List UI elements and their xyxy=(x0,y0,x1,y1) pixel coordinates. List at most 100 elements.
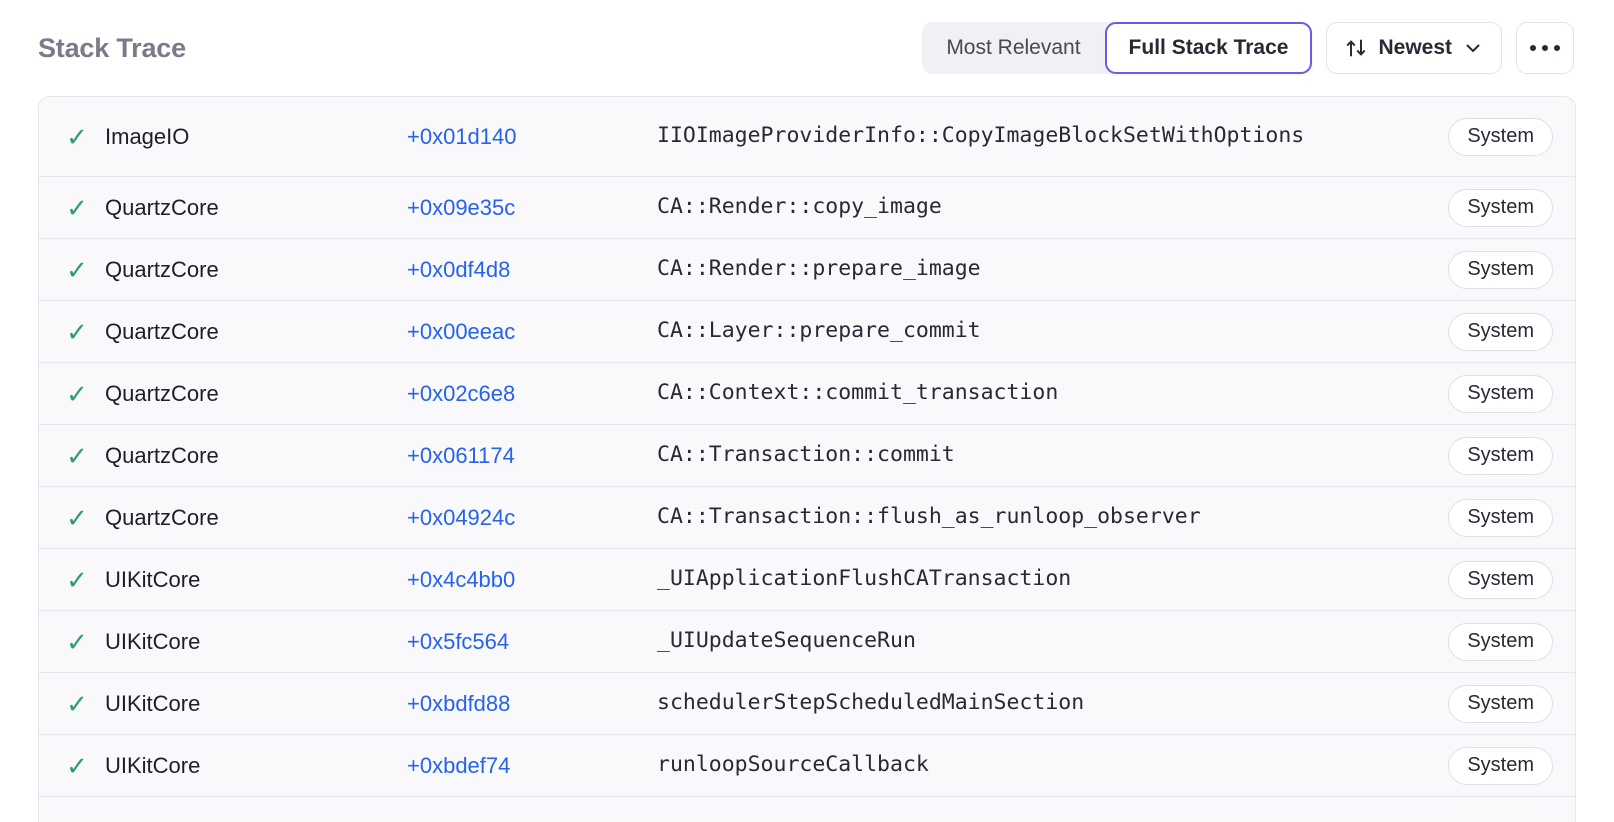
frame-status: ✓ xyxy=(39,381,105,407)
frame-offset[interactable]: +0x5fc564 xyxy=(407,628,510,654)
frame-function: IIOImageProviderInfo::CopyImageBlockSetW… xyxy=(657,123,1305,149)
table-row[interactable]: ✓ QuartzCore +0x09e35c CA::Render::copy_… xyxy=(39,177,1575,239)
frame-module: QuartzCore xyxy=(105,504,219,530)
check-icon: ✓ xyxy=(66,626,88,657)
status-badge: System xyxy=(1448,498,1553,537)
frame-status: ✓ xyxy=(39,567,105,593)
check-icon: ✓ xyxy=(66,254,88,285)
status-badge: System xyxy=(1448,250,1553,289)
frame-badge-wrap: System xyxy=(1417,746,1553,785)
chevron-down-icon xyxy=(1463,38,1483,58)
frame-status: ✓ xyxy=(39,691,105,717)
frame-offset[interactable]: +0x0df4d8 xyxy=(407,256,511,282)
tab-full-stack-trace[interactable]: Full Stack Trace xyxy=(1104,22,1313,74)
frame-status: ✓ xyxy=(39,505,105,531)
status-badge: System xyxy=(1448,622,1553,661)
sort-button[interactable]: Newest xyxy=(1326,22,1502,74)
frame-function: CA::Render::prepare_image xyxy=(657,256,981,282)
status-badge: System xyxy=(1448,436,1553,475)
frame-badge-wrap: System xyxy=(1417,436,1553,475)
frame-function: _UIApplicationFlushCATransaction xyxy=(657,566,1072,592)
frame-status: ✓ xyxy=(39,257,105,283)
view-mode-segmented-control[interactable]: Most Relevant Full Stack Trace xyxy=(922,22,1313,74)
table-row[interactable]: ✓ QuartzCore +0x02c6e8 CA::Context::comm… xyxy=(39,363,1575,425)
frame-offset[interactable]: +0x00eeac xyxy=(407,318,516,344)
frame-function: CA::Transaction::flush_as_runloop_observ… xyxy=(657,504,1201,530)
status-badge: System xyxy=(1448,374,1553,413)
table-row[interactable]: ✓ UIKitCore +0x5fc564 _UIUpdateSequenceR… xyxy=(39,611,1575,673)
status-badge: System xyxy=(1448,746,1553,785)
status-badge: System xyxy=(1448,560,1553,599)
frame-module: QuartzCore xyxy=(105,194,219,220)
frame-function: CA::Context::commit_transaction xyxy=(657,380,1059,406)
check-icon: ✓ xyxy=(66,440,88,471)
frame-module: QuartzCore xyxy=(105,256,219,282)
more-options-button[interactable] xyxy=(1516,22,1574,74)
frame-function: CA::Render::copy_image xyxy=(657,194,942,220)
frame-badge-wrap: System xyxy=(1417,117,1553,156)
frame-function: CA::Transaction::commit xyxy=(657,442,955,468)
page-title: Stack Trace xyxy=(38,32,186,63)
check-icon: ✓ xyxy=(66,750,88,781)
sort-arrows-icon xyxy=(1345,37,1367,59)
check-icon: ✓ xyxy=(66,564,88,595)
status-badge: System xyxy=(1448,312,1553,351)
check-icon: ✓ xyxy=(66,192,88,223)
frame-function: runloopSourceCallback xyxy=(657,752,929,778)
frame-badge-wrap: System xyxy=(1417,622,1553,661)
frame-badge-wrap: System xyxy=(1417,312,1553,351)
frame-offset[interactable]: +0x09e35c xyxy=(407,194,516,220)
ellipsis-icon xyxy=(1530,45,1560,51)
frame-status: ✓ xyxy=(39,629,105,655)
frame-badge-wrap: System xyxy=(1417,374,1553,413)
frame-function: schedulerStepScheduledMainSection xyxy=(657,690,1085,716)
frame-status: ✓ xyxy=(39,195,105,221)
frame-module: QuartzCore xyxy=(105,380,219,406)
frame-module: UIKitCore xyxy=(105,566,201,592)
frame-module: UIKitCore xyxy=(105,628,201,654)
frame-module: QuartzCore xyxy=(105,442,219,468)
status-badge: System xyxy=(1448,117,1553,156)
table-row[interactable]: ✓ QuartzCore +0x00eeac CA::Layer::prepar… xyxy=(39,301,1575,363)
table-row[interactable]: ✓ UIKitCore +0xbdef74 runloopSourceCallb… xyxy=(39,735,1575,797)
frame-status: ✓ xyxy=(39,753,105,779)
table-row[interactable]: ✓ ImageIO +0x01d140 IIOImageProviderInfo… xyxy=(39,97,1575,177)
table-row[interactable]: ✓ UIKitCore +0xbdfd88 schedulerStepSched… xyxy=(39,673,1575,735)
frame-module: UIKitCore xyxy=(105,752,201,778)
table-row[interactable]: ✓ UIKitCore +0x4c4bb0 _UIApplicationFlus… xyxy=(39,549,1575,611)
status-badge: System xyxy=(1448,684,1553,723)
check-icon: ✓ xyxy=(66,502,88,533)
status-badge: System xyxy=(1448,188,1553,227)
stack-trace-table: ✓ ImageIO +0x01d140 IIOImageProviderInfo… xyxy=(38,96,1576,822)
header-actions: Most Relevant Full Stack Trace Newest xyxy=(922,22,1574,74)
frame-module: UIKitCore xyxy=(105,690,201,716)
frame-module: QuartzCore xyxy=(105,318,219,344)
check-icon: ✓ xyxy=(66,121,88,152)
check-icon: ✓ xyxy=(66,316,88,347)
frame-offset[interactable]: +0x04924c xyxy=(407,504,516,530)
frame-badge-wrap: System xyxy=(1417,684,1553,723)
table-row[interactable]: ✓ QuartzCore +0x04924c CA::Transaction::… xyxy=(39,487,1575,549)
frame-function: CA::Layer::prepare_commit xyxy=(657,318,981,344)
frame-badge-wrap: System xyxy=(1417,188,1553,227)
frame-badge-wrap: System xyxy=(1417,560,1553,599)
table-row[interactable]: ✓ QuartzCore +0x0df4d8 CA::Render::prepa… xyxy=(39,239,1575,301)
frame-status: ✓ xyxy=(39,124,105,150)
table-row[interactable]: ✓ QuartzCore +0x061174 CA::Transaction::… xyxy=(39,425,1575,487)
frame-status: ✓ xyxy=(39,443,105,469)
frame-badge-wrap: System xyxy=(1417,250,1553,289)
frame-offset[interactable]: +0x061174 xyxy=(407,442,515,468)
frame-offset[interactable]: +0x4c4bb0 xyxy=(407,566,516,592)
frame-offset[interactable]: +0x02c6e8 xyxy=(407,380,516,406)
frame-module: ImageIO xyxy=(105,123,190,149)
tab-most-relevant[interactable]: Most Relevant xyxy=(922,22,1104,74)
frame-offset[interactable]: +0x01d140 xyxy=(407,123,517,149)
frame-offset[interactable]: +0xbdef74 xyxy=(407,752,511,778)
panel-header: Stack Trace Most Relevant Full Stack Tra… xyxy=(0,0,1614,96)
frame-status: ✓ xyxy=(39,319,105,345)
sort-button-label: Newest xyxy=(1378,36,1452,59)
frame-offset[interactable]: +0xbdfd88 xyxy=(407,690,511,716)
check-icon: ✓ xyxy=(66,688,88,719)
frame-function: _UIUpdateSequenceRun xyxy=(657,628,916,654)
